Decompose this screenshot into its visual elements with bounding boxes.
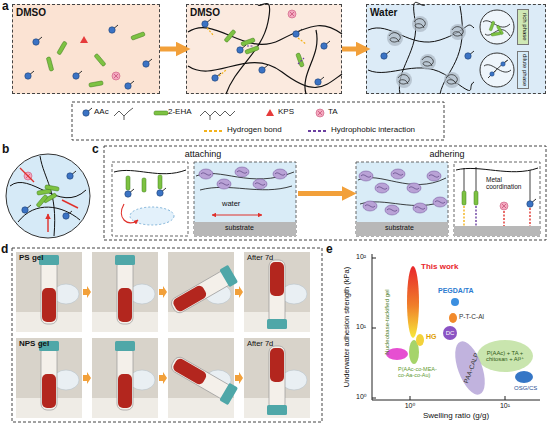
monomer-scatter xyxy=(25,25,152,89)
tick-label: 10⁰ xyxy=(356,393,367,401)
point-label: PEGDA/TA xyxy=(438,287,474,295)
axis-title: Underwater adhesion strength (kPa) xyxy=(343,267,351,387)
point-label: DC xyxy=(446,330,455,337)
legend-text: KPS xyxy=(278,108,294,117)
legend-text: 2-EHA xyxy=(168,108,192,117)
point-label: P(AAc-co-MEA-co-Aa-co-Au) xyxy=(398,366,444,378)
substrate-label: substrate xyxy=(385,224,414,232)
time-label: After 7d xyxy=(247,340,273,348)
solvent-box: DMSO xyxy=(12,4,160,94)
scatter-plot xyxy=(372,254,540,400)
water-box: Water rich phase dilute phase xyxy=(366,4,546,94)
axis-title: Swelling ratio (g/g) xyxy=(423,412,489,421)
flow-arrow xyxy=(298,191,352,196)
legend-swatch xyxy=(260,106,280,120)
node-title: Water xyxy=(370,7,397,18)
chain-units xyxy=(202,10,330,85)
tick-label: 10⁰ xyxy=(405,402,416,410)
tick-label: 10¹ xyxy=(356,323,366,331)
adhesion-scheme xyxy=(104,146,546,240)
legend-frame xyxy=(72,102,444,140)
legend-text: Hydrophobic interaction xyxy=(331,126,415,135)
aggregates xyxy=(381,16,474,88)
water-network xyxy=(368,2,474,94)
vial-photos xyxy=(12,248,322,422)
solvent-box: DMSO xyxy=(186,4,342,94)
phase-interior xyxy=(483,21,511,78)
point-label: Nucleobase-tackified gel xyxy=(384,289,391,354)
panel-letter: e xyxy=(326,243,333,256)
panel-letter: b xyxy=(2,143,9,156)
phase-circle: rich phase xyxy=(478,8,534,46)
stage-panel: adhering xyxy=(352,149,542,238)
panel-letter: d xyxy=(1,243,8,256)
bond-label: Metal coordination xyxy=(486,176,538,190)
point-label: This work xyxy=(421,263,458,272)
legend-swatch xyxy=(310,106,330,120)
node-title: adhering xyxy=(352,150,542,160)
time-label: After 7d xyxy=(247,254,273,262)
stage-panel: attaching xyxy=(108,149,298,238)
node-title: DMSO xyxy=(190,7,220,18)
phase-tab: dilute phase xyxy=(517,51,529,89)
point-label: PAA-CALP xyxy=(462,352,480,384)
node-title: attaching xyxy=(108,150,298,160)
point-label: P(AAc) + TA + chitosan + Al³⁺ xyxy=(479,350,531,363)
flow-arrow xyxy=(160,47,186,52)
circle-shape xyxy=(480,53,514,87)
legend-text: AAc xyxy=(94,108,109,117)
flow-arrow xyxy=(342,47,366,52)
substrate-label: substrate xyxy=(225,224,254,232)
sample-label: NPS gel xyxy=(19,340,49,349)
medium-label: water xyxy=(222,200,240,208)
sample-label: PS gel xyxy=(19,254,43,263)
legend-text: Hydrogen bond xyxy=(227,126,282,135)
panel-letter: c xyxy=(92,143,99,156)
tick-label: 10² xyxy=(356,253,366,261)
point-label: OSG/CS xyxy=(514,385,537,392)
micelle-core xyxy=(6,154,90,238)
tick-label: 10¹ xyxy=(500,402,510,410)
circle-shape xyxy=(480,10,514,44)
phase-tab: rich phase xyxy=(517,9,529,45)
legend-swatch xyxy=(76,106,96,120)
point-label: HG xyxy=(426,333,437,341)
legend-swatch xyxy=(308,124,328,138)
legend-swatch xyxy=(204,124,224,138)
phase-circle: dilute phase xyxy=(478,50,534,90)
legend-text: TA xyxy=(328,108,338,117)
legend-swatch xyxy=(150,106,170,120)
panel-letter: a xyxy=(2,0,9,13)
point-label: P-T-C-Al xyxy=(459,313,484,320)
polymer-chains xyxy=(188,3,342,94)
node-title: DMSO xyxy=(16,7,46,18)
